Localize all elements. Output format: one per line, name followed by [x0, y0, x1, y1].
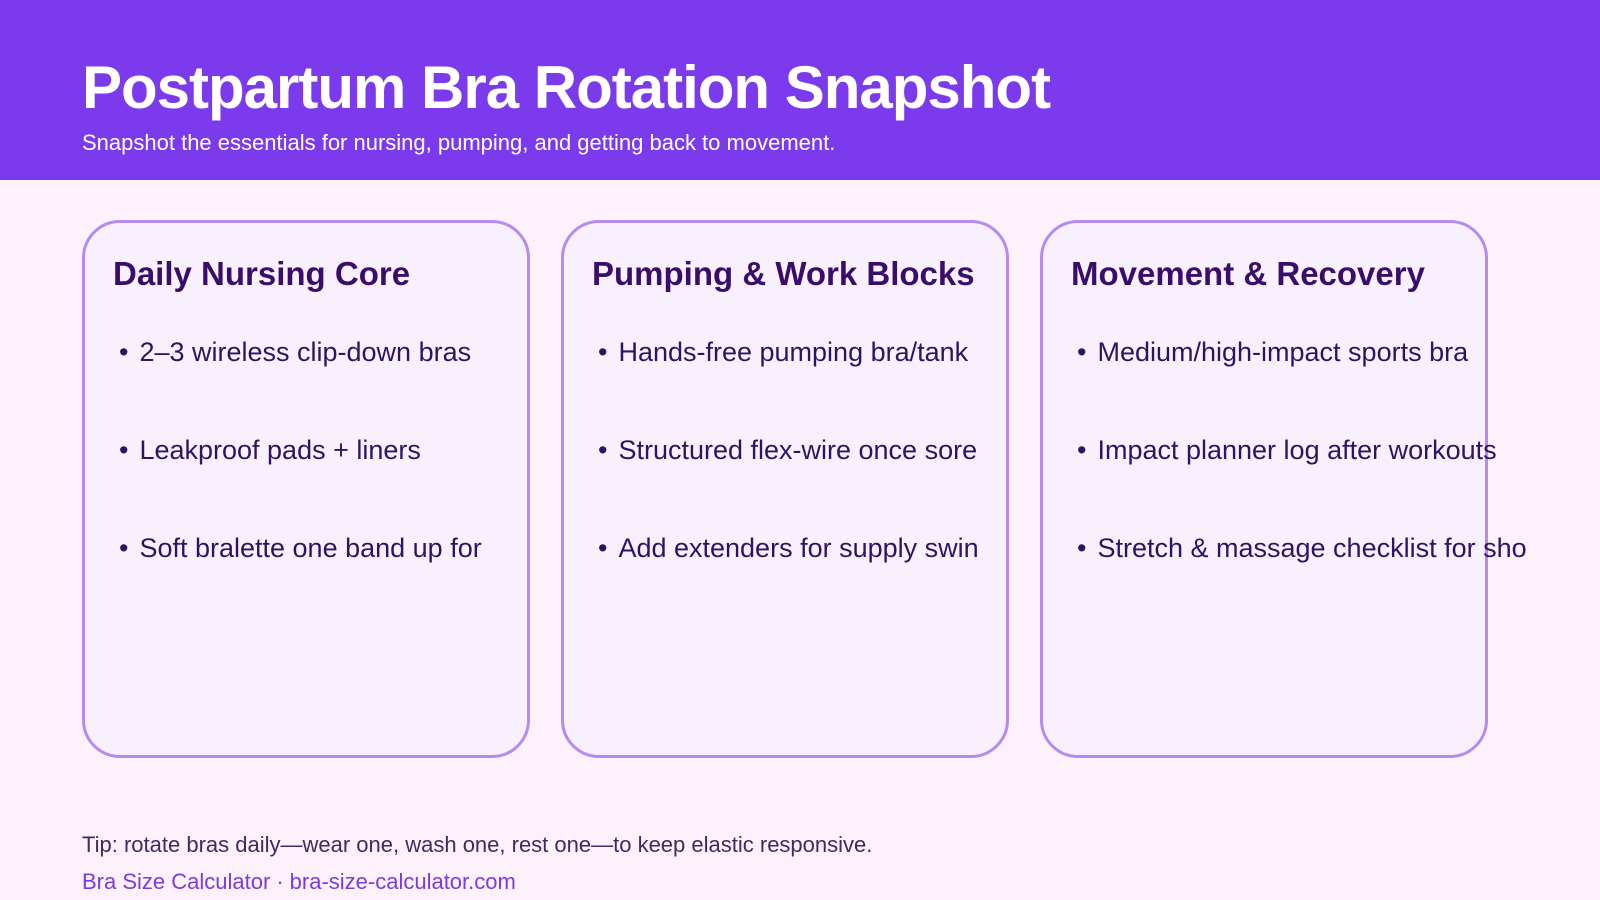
bullet-icon: •: [119, 336, 129, 367]
list-item-text: Hands-free pumping bra/tank: [618, 336, 969, 367]
list-item-text: Impact planner log after workouts: [1097, 434, 1497, 465]
list-item: • Structured flex-wire once sore: [598, 432, 1006, 468]
bullet-icon: •: [1077, 434, 1087, 465]
bullet-icon: •: [119, 434, 129, 465]
list-item: • Stretch & massage checklist for sho: [1077, 530, 1527, 566]
list-item-text: Soft bralette one band up for: [139, 532, 482, 563]
card-daily-nursing-core: Daily Nursing Core • 2–3 wireless clip-do…: [82, 220, 530, 758]
list-item-text: Structured flex-wire once sore: [618, 434, 978, 465]
page-title: Postpartum Bra Rotation Snapshot: [82, 54, 1051, 121]
header-banner: Postpartum Bra Rotation Snapshot Snapsho…: [0, 0, 1600, 180]
bullet-icon: •: [598, 434, 608, 465]
tip-text: Tip: rotate bras daily—wear one, wash on…: [82, 832, 873, 857]
card-list: • Medium/high-impact sports bra • Impact p…: [1071, 334, 1527, 566]
bullet-icon: •: [1077, 532, 1087, 563]
footer-domain-link[interactable]: bra-size-calculator.com: [289, 869, 516, 894]
list-item-text: Leakproof pads + liners: [139, 434, 421, 465]
card-title: Movement & Recovery: [1071, 255, 1425, 292]
list-item: • Soft bralette one band up for: [119, 530, 527, 566]
list-item: • Leakproof pads + liners: [119, 432, 527, 468]
bullet-icon: •: [598, 336, 608, 367]
bullet-icon: •: [598, 532, 608, 563]
list-item: • Medium/high-impact sports bra: [1077, 334, 1485, 370]
footer-separator: ·: [276, 869, 284, 894]
list-item-text: Stretch & massage checklist for sho: [1097, 532, 1527, 563]
bullet-icon: •: [119, 532, 129, 563]
bullet-icon: •: [1077, 336, 1087, 367]
card-list: • 2–3 wireless clip-down bras • Leakproof …: [113, 334, 527, 566]
footer-link-line: Bra Size Calculator·bra-size-calculator.…: [82, 868, 516, 896]
card-title: Pumping & Work Blocks: [592, 255, 975, 292]
list-item: • Add extenders for supply swin: [598, 530, 1006, 566]
list-item-text: Add extenders for supply swin: [618, 532, 979, 563]
card-list: • Hands-free pumping bra/tank • Structured…: [592, 334, 1006, 566]
list-item-text: 2–3 wireless clip-down bras: [139, 336, 472, 367]
footer-brand-link[interactable]: Bra Size Calculator: [82, 869, 271, 894]
card-row: Daily Nursing Core • 2–3 wireless clip-do…: [82, 220, 1527, 758]
card-title: Daily Nursing Core: [113, 255, 411, 292]
list-item: • Impact planner log after workouts: [1077, 432, 1497, 468]
list-item: • Hands-free pumping bra/tank: [598, 334, 1006, 370]
list-item-text: Medium/high-impact sports bra: [1097, 336, 1469, 367]
card-movement-recovery: Movement & Recovery • Medium/high-impact …: [1040, 220, 1527, 758]
card-pumping-work-blocks: Pumping & Work Blocks • Hands-free pumpin…: [561, 220, 1009, 758]
list-item: • 2–3 wireless clip-down bras: [119, 334, 527, 370]
page-subtitle: Snapshot the essentials for nursing, pum…: [82, 130, 836, 155]
